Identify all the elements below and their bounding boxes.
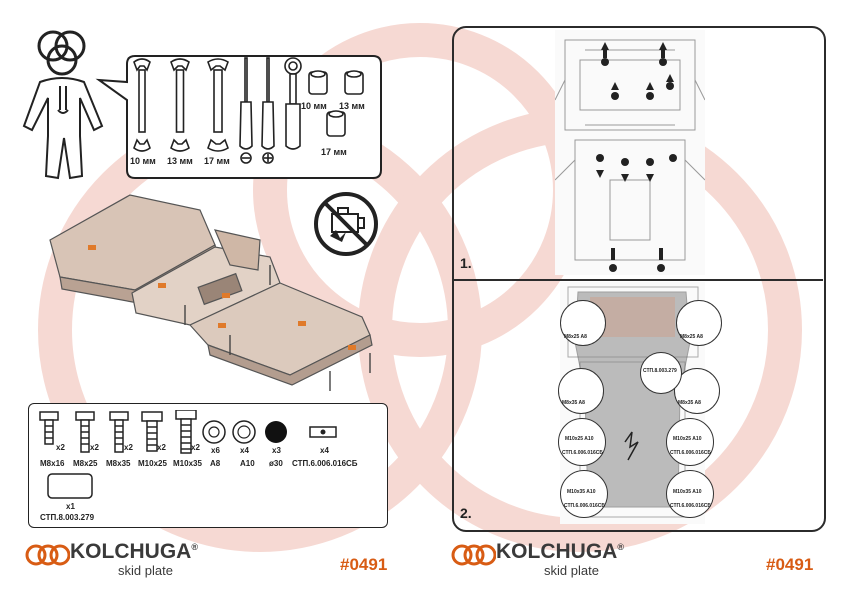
callout-bolt <box>558 418 606 466</box>
qty-1: x2 <box>56 443 65 452</box>
callout-bolt <box>666 470 714 518</box>
qty-4: x2 <box>157 443 166 452</box>
washer-icons <box>202 420 337 444</box>
hw-label-8: ø30 <box>269 459 283 468</box>
callout-label: M10x35 A10 <box>567 489 596 495</box>
callout-label: M8x25 A8 <box>564 334 587 340</box>
qty-7: x4 <box>240 446 249 455</box>
callout-bolt <box>640 352 682 394</box>
callout-bolt <box>666 418 714 466</box>
callout-bolt <box>676 300 722 346</box>
brand-name-right: KOLCHUGA® <box>496 540 624 563</box>
installer-person-icon <box>22 30 104 180</box>
qty-8: x3 <box>272 446 281 455</box>
hw-label-3: M8x35 <box>106 459 131 468</box>
callout-part: СТП.6.006.016СБ <box>564 503 605 509</box>
step1-chassis-diagram <box>555 30 705 275</box>
brand-subtitle-left: skid plate <box>118 563 173 578</box>
kolchuga-logo-icon <box>451 544 496 566</box>
step-number-1: 1. <box>460 255 472 271</box>
brand-name-left: KOLCHUGA® <box>70 540 198 563</box>
qty-3: x2 <box>124 443 133 452</box>
callout-label: M8x35 A8 <box>678 400 701 406</box>
hw-label-4: M10x25 <box>138 459 167 468</box>
callout-label: M8x25 A8 <box>680 334 703 340</box>
plate-part-icon <box>47 473 93 499</box>
product-code-left: #0491 <box>340 555 388 574</box>
callout-bolt <box>560 300 606 346</box>
hw-label-9: СТП.6.006.016СБ <box>292 459 358 468</box>
socket-icons <box>308 70 364 137</box>
wrench-label-1: 10 мм <box>130 156 156 166</box>
panel-divider <box>453 279 823 281</box>
wrench-label-2: 13 мм <box>167 156 193 166</box>
callout-label: M10x25 A10 <box>565 436 594 442</box>
callout-label: M8x35 A8 <box>562 400 585 406</box>
bolt-icons <box>39 410 197 454</box>
socket-label-1: 10 мм <box>301 101 327 111</box>
wrench-label-3: 17 мм <box>204 156 230 166</box>
screwdriver-icons <box>239 57 302 164</box>
product-code-right: #0491 <box>766 555 814 574</box>
callout-part: СТП.8.003.279 <box>643 368 677 374</box>
hw-label-5: M10x35 <box>173 459 202 468</box>
callout-label: M10x25 A10 <box>673 436 702 442</box>
brand-subtitle-right: skid plate <box>544 563 599 578</box>
step-number-2: 2. <box>460 505 472 521</box>
wrench-icons <box>133 58 229 152</box>
qty-5: x2 <box>191 443 200 452</box>
socket-label-2: 13 мм <box>339 101 365 111</box>
kolchuga-logo-icon <box>25 544 70 566</box>
qty-6: x6 <box>211 446 220 455</box>
callout-part: СТП.6.006.016СБ <box>562 450 603 456</box>
hw-label-10: СТП.8.003.279 <box>40 513 95 522</box>
callout-bolt <box>560 470 608 518</box>
no-engine-warning-icon <box>314 192 378 256</box>
hw-label-1: M8x16 <box>40 459 65 468</box>
skid-plate-illustration <box>49 194 373 391</box>
hw-label-6: A8 <box>210 459 221 468</box>
qty-2: x2 <box>90 443 99 452</box>
qty-10: x1 <box>66 502 75 511</box>
callout-part: СТП.6.006.016СБ <box>670 503 711 509</box>
qty-9: x4 <box>320 446 329 455</box>
callout-label: M10x35 A10 <box>673 489 702 495</box>
callout-bolt <box>558 368 604 414</box>
hw-label-2: M8x25 <box>73 459 98 468</box>
socket-label-3: 17 мм <box>321 147 347 157</box>
hw-label-7: A10 <box>240 459 255 468</box>
callout-part: СТП.6.006.016СБ <box>670 450 711 456</box>
